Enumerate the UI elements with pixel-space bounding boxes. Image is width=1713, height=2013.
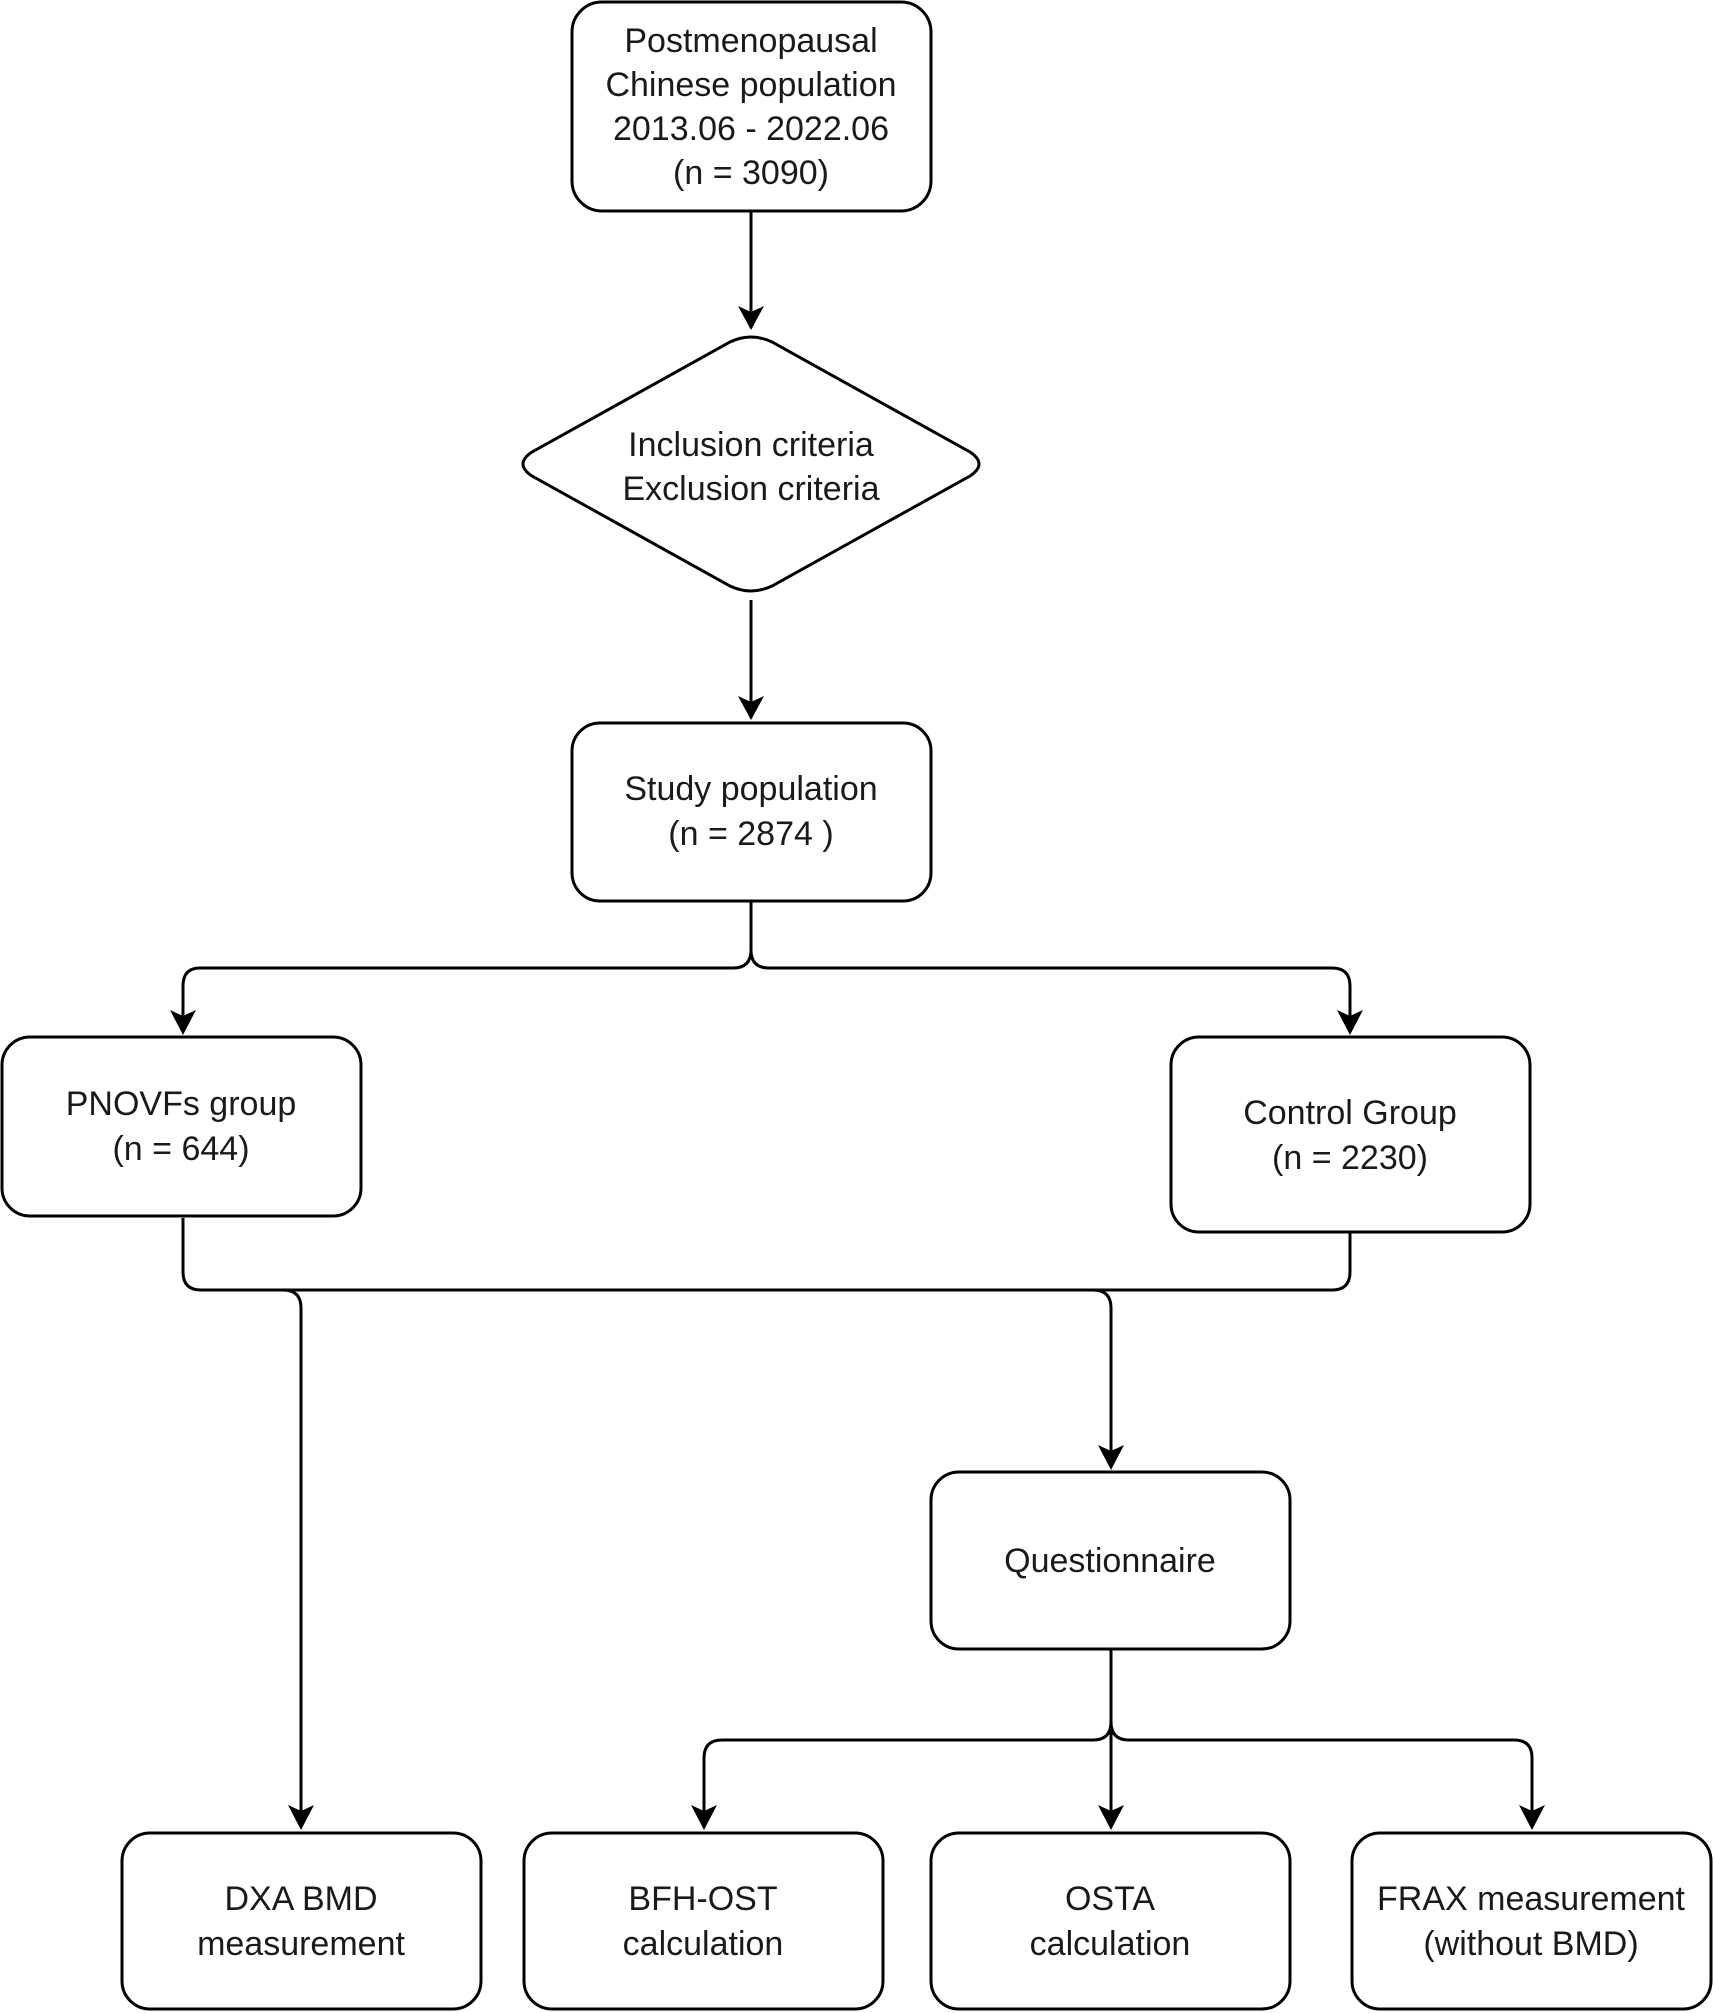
dxa-line1: DXA BMD	[224, 1880, 377, 1918]
arrowhead-study	[738, 696, 764, 720]
node-study-population: Study population (n = 2874 )	[570, 721, 933, 903]
node-bfh-ost: BFH-OST calculation	[522, 1831, 885, 2011]
node-osta: OSTA calculation	[929, 1831, 1292, 2011]
bfh-line1: BFH-OST	[628, 1880, 777, 1918]
population-line4: (n = 3090)	[673, 154, 829, 192]
control-line1: Control Group	[1243, 1094, 1457, 1132]
criteria-line2: Exclusion criteria	[623, 470, 880, 508]
node-pnovfs-group: PNOVFs group (n = 644)	[0, 1035, 363, 1218]
arrowhead-questionnaire	[1098, 1445, 1124, 1470]
arrowhead-bfh	[691, 1805, 717, 1830]
arrow-study-to-groups	[181, 902, 1352, 1032]
node-dxa-bmd: DXA BMD measurement	[120, 1831, 483, 2011]
arrow-questionnaire-to-tools	[702, 1650, 1534, 1820]
population-line2: Chinese population	[605, 66, 896, 104]
arrow-merge-to-dxa	[282, 1288, 303, 1820]
pnovfs-line1: PNOVFs group	[66, 1085, 297, 1123]
frax-line2: (without BMD)	[1423, 1925, 1638, 1963]
pnovfs-line2: (n = 644)	[112, 1130, 249, 1168]
merge-groups-line	[181, 1218, 1352, 1292]
connectors	[170, 212, 1545, 1830]
node-control-group: Control Group (n = 2230)	[1169, 1035, 1532, 1234]
questionnaire-line1: Questionnaire	[1004, 1542, 1216, 1580]
arrowhead-control	[1337, 1010, 1363, 1035]
study-line2: (n = 2874 )	[668, 815, 833, 853]
frax-line1: FRAX measurement	[1377, 1880, 1686, 1918]
study-line1: Study population	[624, 770, 877, 808]
arrowhead-dxa	[288, 1805, 314, 1830]
dxa-line2: measurement	[197, 1925, 405, 1963]
arrow-merge-to-questionnaire	[1092, 1288, 1113, 1462]
osta-line2: calculation	[1030, 1925, 1191, 1963]
arrowhead-osta	[1098, 1805, 1124, 1830]
node-population: Postmenopausal Chinese population 2013.0…	[570, 0, 933, 213]
population-line3: 2013.06 - 2022.06	[613, 110, 889, 148]
arrowhead-criteria	[738, 306, 764, 330]
node-frax: FRAX measurement (without BMD)	[1350, 1831, 1713, 2011]
criteria-line1: Inclusion criteria	[628, 426, 874, 464]
population-line1: Postmenopausal	[624, 22, 877, 60]
bfh-line2: calculation	[623, 1925, 784, 1963]
arrowhead-pnovfs	[170, 1010, 196, 1035]
osta-line1: OSTA	[1065, 1880, 1155, 1918]
node-questionnaire: Questionnaire	[929, 1470, 1292, 1651]
control-line2: (n = 2230)	[1272, 1139, 1428, 1177]
node-criteria-decision: Inclusion criteria Exclusion criteria	[521, 335, 981, 593]
arrowhead-frax	[1519, 1805, 1545, 1830]
